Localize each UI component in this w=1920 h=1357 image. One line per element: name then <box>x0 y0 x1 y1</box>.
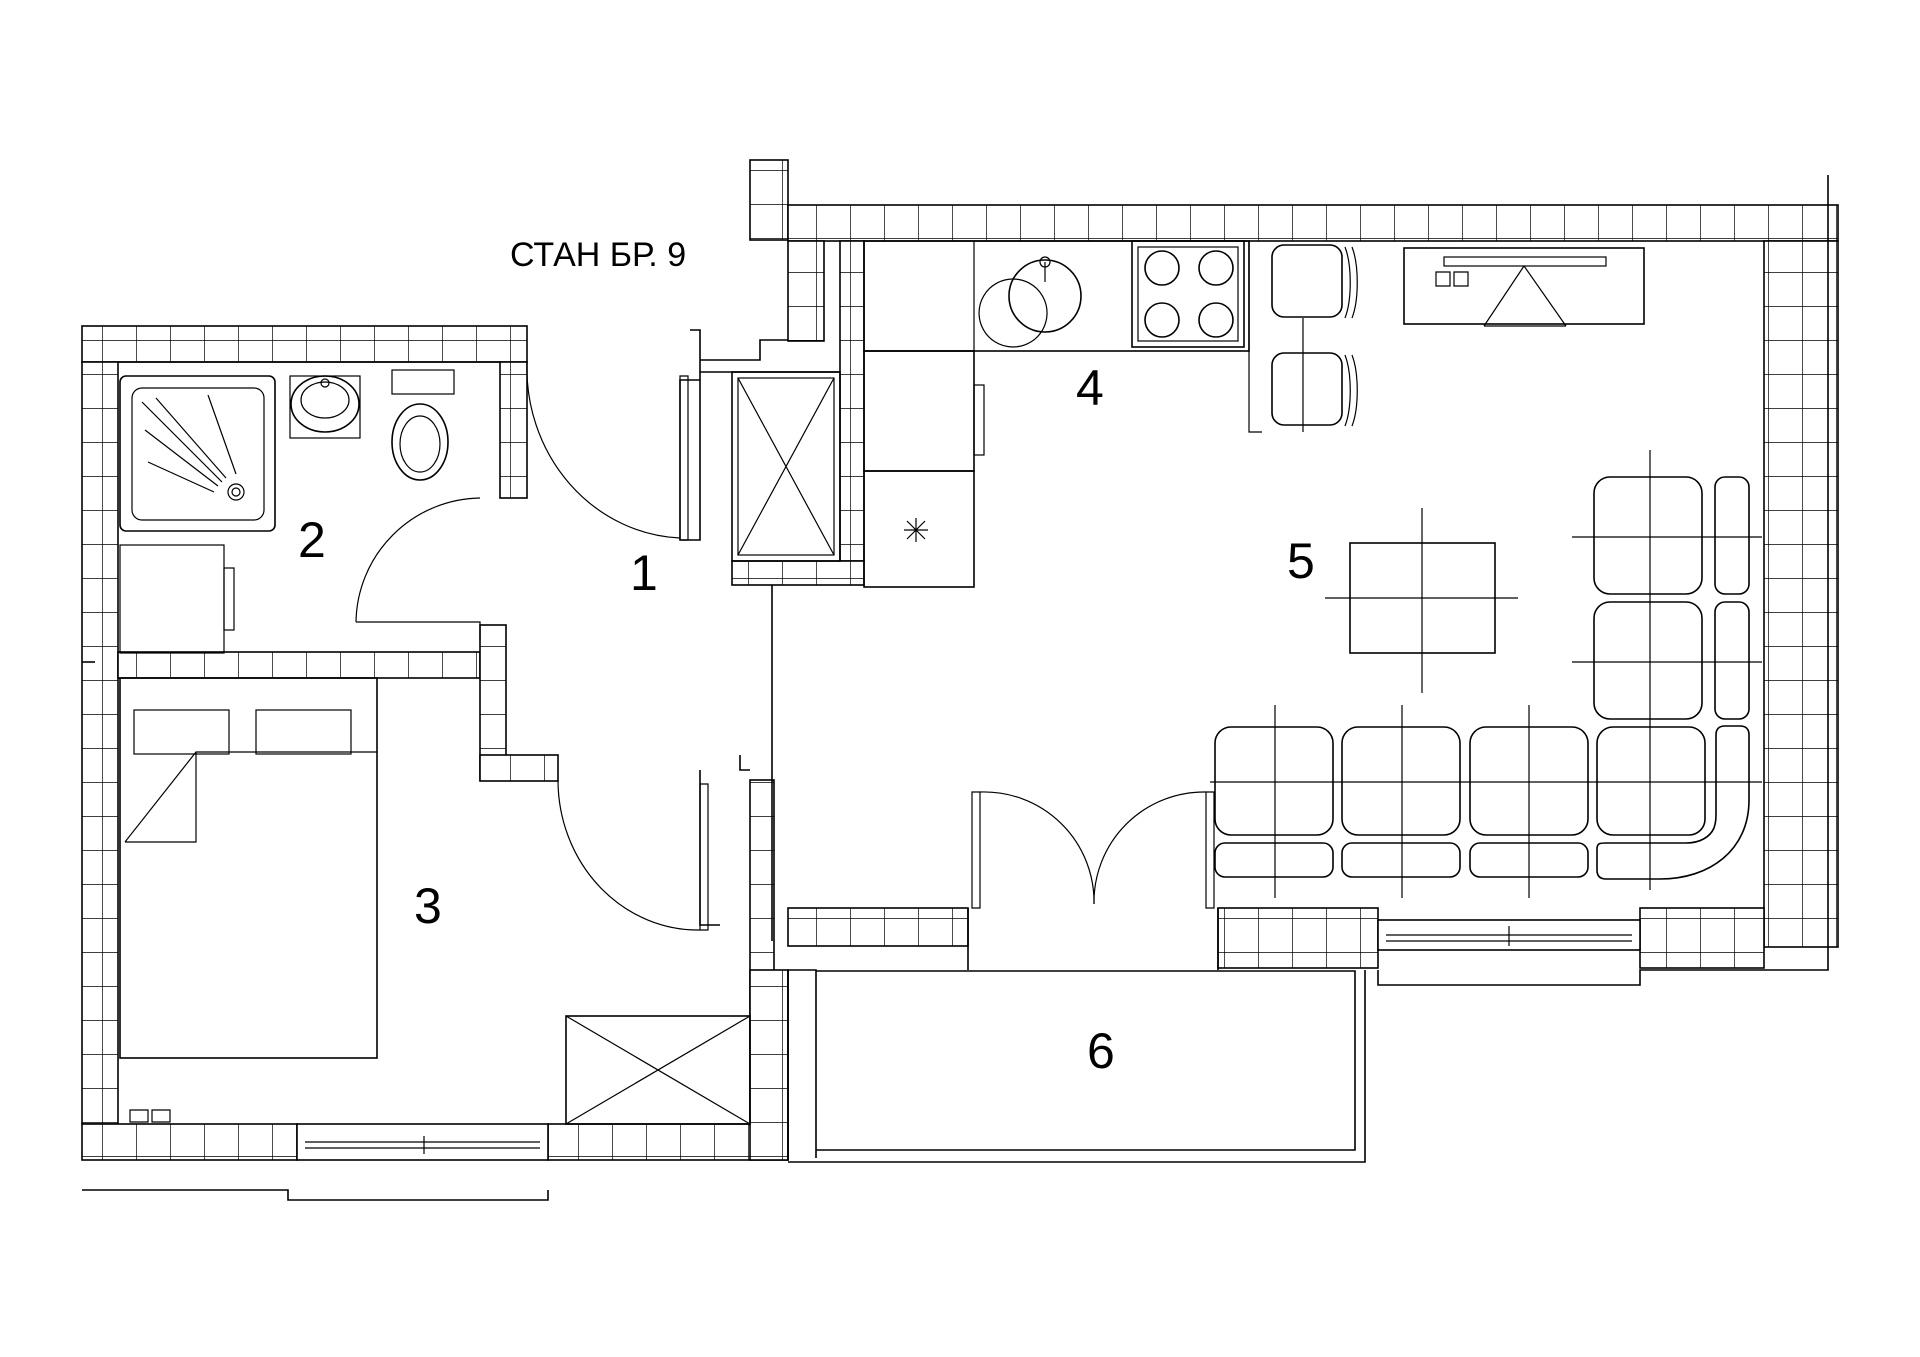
door-entrance <box>526 361 681 539</box>
installation-shaft <box>731 371 841 562</box>
hall-fixtures <box>731 371 841 562</box>
balcony <box>787 908 1366 1163</box>
room-6-number: 6 <box>1087 1023 1115 1079</box>
labels: СТАН БР. 9 1 2 3 4 5 6 <box>298 236 1315 1079</box>
dining-chair-top <box>1271 244 1343 318</box>
wall-living-bottom-b <box>1217 907 1379 969</box>
bathroom-fixtures <box>119 369 455 654</box>
kitchen-counter-top <box>863 240 1250 352</box>
shower-drain <box>227 483 245 501</box>
wall-left-side <box>81 361 119 1125</box>
door-bathroom <box>355 497 481 623</box>
kitchen-furniture <box>863 240 1250 588</box>
wall-living-bottom-a <box>787 907 969 947</box>
wall-left-top <box>81 325 528 363</box>
door-bedroom <box>557 780 701 931</box>
room-1-number: 1 <box>630 545 658 601</box>
wall-living-bottom-c <box>1639 907 1765 969</box>
dining-chair-bottom <box>1271 352 1343 426</box>
tv-stand <box>1403 247 1645 325</box>
wall-shaft-bottom <box>731 560 865 586</box>
door-balcony-right <box>1093 791 1207 905</box>
room-3-number: 3 <box>414 878 442 934</box>
wall-hall-step <box>479 754 559 782</box>
wall-top-stub <box>749 159 789 241</box>
wall-right <box>1763 240 1839 948</box>
wall-bath-right <box>499 361 528 499</box>
room-2-number: 2 <box>298 512 326 568</box>
wardrobe-bedroom <box>565 1015 751 1125</box>
kitchen-column-1 <box>863 350 975 472</box>
living-furniture <box>1210 241 1762 898</box>
washbasin <box>290 375 360 433</box>
washing-machine <box>119 544 225 654</box>
cooktop <box>1131 240 1245 348</box>
fridge-symbol <box>904 518 928 542</box>
wall-left-bottom-a <box>81 1123 298 1161</box>
wall-top <box>787 204 1839 242</box>
kitchen-column-2 <box>863 470 975 588</box>
bedroom-furniture <box>119 677 751 1125</box>
kitchen-sink <box>978 278 1048 348</box>
windows <box>296 919 1641 1161</box>
shower-tray <box>119 375 276 532</box>
doors <box>355 361 1215 931</box>
pillow-left <box>133 709 230 755</box>
room-4-number: 4 <box>1076 360 1104 416</box>
door-balcony-left <box>979 791 1095 905</box>
wall-kitchen-left <box>787 240 825 342</box>
walls <box>81 159 1839 1161</box>
bed <box>119 677 378 1059</box>
wall-corner-bottom <box>749 969 789 1161</box>
plan-title: СТАН БР. 9 <box>510 236 686 274</box>
room-5-number: 5 <box>1287 533 1315 589</box>
toilet-bowl <box>391 403 449 481</box>
pillow-right <box>255 709 352 755</box>
wall-pillar <box>839 240 865 562</box>
corner-sofa <box>1210 450 1762 898</box>
toilet-tank <box>391 369 455 395</box>
tv <box>1443 256 1607 267</box>
wall-bath-bottom <box>117 651 481 679</box>
